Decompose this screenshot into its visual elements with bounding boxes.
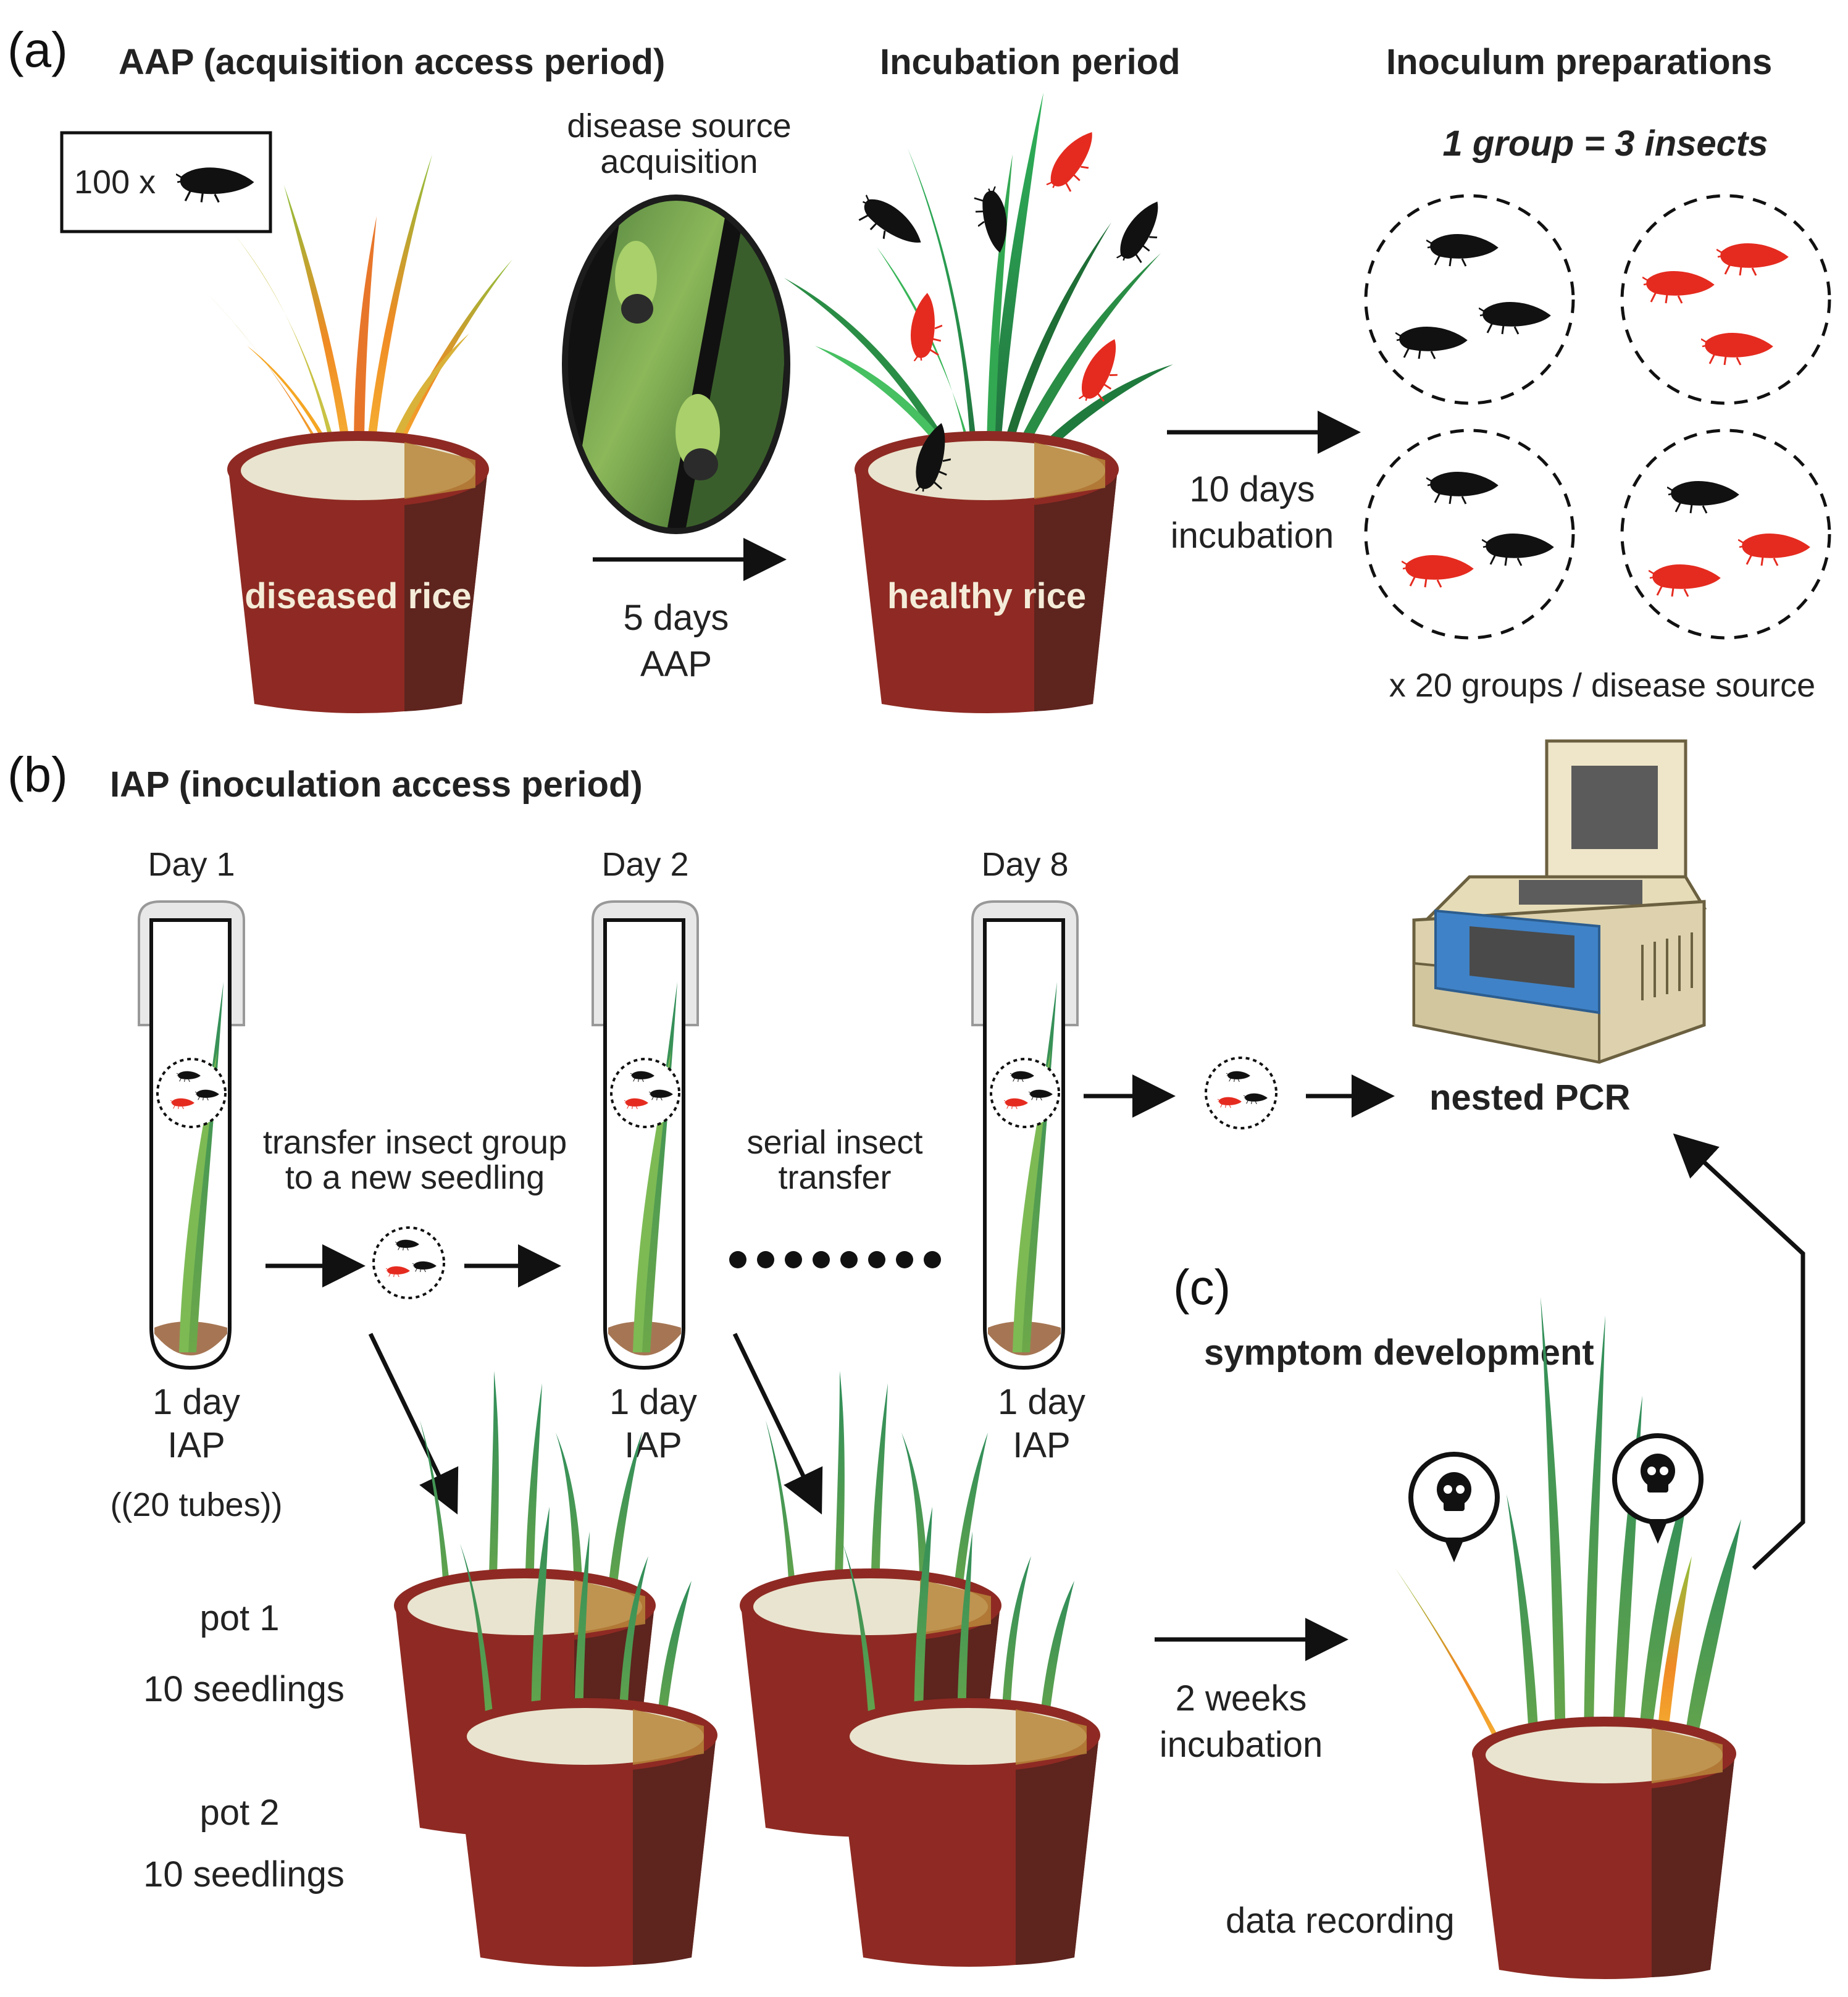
insect-red-icon [1041,124,1108,199]
panel-b: (b) IAP (inoculation access period) Day … [7,739,1707,1967]
test-tube-day1 [138,900,245,1370]
symptomatic-pot [1472,1717,1736,1979]
seedling-pots-day1 [394,1371,717,1967]
insect-black-icon [1667,480,1740,514]
insect-black-icon [1482,532,1555,566]
test-tube-day8 [971,900,1079,1370]
insect-black-icon [851,189,929,259]
disease-source-label-line2: acquisition [600,143,758,180]
pot1-seedlings: 10 seedlings [143,1669,345,1709]
incubation-arrow-line1: 10 days [1189,469,1315,509]
group-circle-mixed-1 [1364,429,1575,640]
skull-marker-left [1408,1452,1500,1562]
diseased-rice-pot [227,431,489,713]
serial-transfer-line2: transfer [778,1159,891,1196]
serial-transfer-line1: serial insect [746,1124,922,1161]
serial-transfer-dots [729,1251,941,1268]
insect-red-icon [1716,242,1789,276]
tube1-to-pot-arrow [368,1333,459,1515]
panel-b-label: (b) [7,747,68,802]
groups-note: x 20 groups / disease source [1389,667,1815,704]
aap-arrow-line2: AAP [640,644,712,684]
day1-label: Day 1 [148,846,235,883]
transfer-insect-group [372,1226,445,1299]
nested-pcr-label: nested PCR [1429,1078,1631,1118]
healthy-pot-label: healthy rice [887,576,1086,616]
insect-black-icon [1479,301,1552,335]
leafhopper-micrograph [562,195,790,534]
transfer-label-line1: transfer insect group [263,1124,567,1161]
skull-icon [1641,1454,1675,1493]
symptom-to-pcr-arrow [1673,1133,1805,1570]
test-tube-day2 [592,900,699,1370]
group-circle-red [1620,194,1831,405]
incubation-arrow-line2: incubation [1171,516,1334,556]
day8-label: Day 8 [981,846,1068,883]
day2-label: Day 2 [601,846,688,883]
pcr-insect-group [1205,1057,1277,1129]
transfer-label-line2: to a new seedling [285,1159,545,1196]
disease-source-label-line1: disease source [567,107,791,144]
pcr-thermocycler [1412,739,1707,1064]
pot1-label: pot 1 [200,1598,280,1638]
insect-red-icon [1402,554,1474,588]
insect-black-icon [1426,233,1499,267]
pot2-label: pot 2 [200,1793,280,1833]
tube1-iap-line1: 1 day [153,1382,240,1422]
healthy-rice-pot [855,431,1119,713]
panel-c-label: (c) [1173,1260,1231,1315]
group-rule: 1 group = 3 insects [1442,124,1768,164]
skull-icon [1437,1472,1471,1511]
tube3-iap-line1: 1 day [998,1382,1085,1422]
group-circle-black [1364,194,1575,405]
insect-count-text: 100 x [74,164,156,201]
insect-black-icon [1111,195,1174,270]
tube2-iap-line1: 1 day [609,1382,697,1422]
insect-black-icon [971,184,1013,256]
tube1-iap-line2: IAP [167,1425,225,1465]
pot2-seedlings: 10 seedlings [143,1854,345,1894]
insect-red-icon [1701,332,1774,366]
skull-marker-right [1612,1433,1704,1544]
diseased-pot-label: diseased rice [245,576,472,616]
seedling-pots-day2 [740,1371,1100,1967]
aap-heading: AAP (acquisition access period) [119,42,665,82]
tube2-iap-line2: IAP [624,1425,682,1465]
incubation-heading: Incubation period [880,42,1181,82]
symptom-heading: symptom development [1204,1333,1594,1373]
iap-heading: IAP (inoculation access period) [110,764,643,805]
insect-black-icon [1395,325,1468,359]
insect-red-icon [1738,532,1811,566]
weeks-line1: 2 weeks [1176,1678,1307,1719]
aap-arrow-line1: 5 days [624,598,729,638]
tube3-iap-line2: IAP [1013,1425,1071,1465]
insect-red-icon [1649,563,1721,597]
symptomatic-rice-plant [1395,1297,1741,1778]
insect-red-icon [1642,270,1715,304]
data-recording-label: data recording [1226,1901,1455,1941]
insect-red-icon [908,291,945,364]
panel-a-label: (a) [7,22,68,77]
panel-c: (c) symptom development 2 weeks incubati… [1155,1133,1805,1979]
tube2-to-pot-arrow [732,1333,823,1515]
weeks-line2: incubation [1160,1725,1323,1765]
tube1-note: ((20 tubes)) [110,1486,282,1523]
insect-black-icon [1426,471,1499,504]
group-circle-mixed-2 [1620,429,1831,640]
panel-a: (a) AAP (acquisition access period) Incu… [7,22,1831,713]
inoculum-heading: Inoculum preparations [1386,42,1772,82]
